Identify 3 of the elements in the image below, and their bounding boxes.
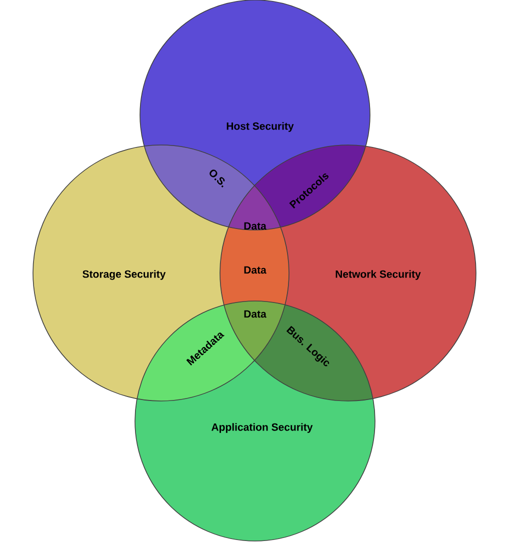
region-label: Data (244, 266, 266, 274)
region-label: Data (244, 310, 266, 318)
region-label: Data (244, 222, 266, 230)
